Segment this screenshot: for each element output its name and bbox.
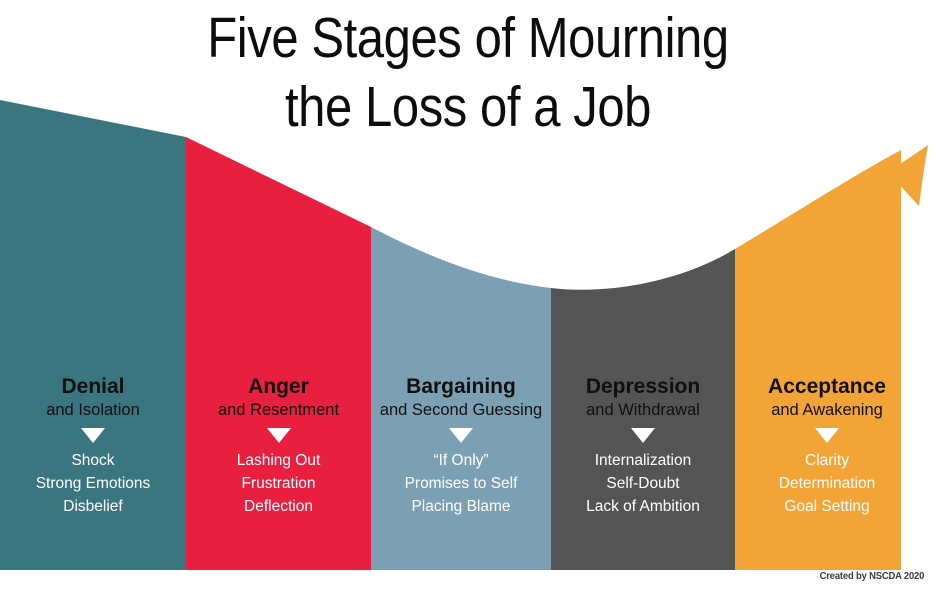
band-depression xyxy=(551,249,735,570)
stage-denial-item-3: Disbelief xyxy=(63,498,123,515)
triangle-down-icon xyxy=(449,428,473,443)
stage-depression-title: Depression xyxy=(585,375,701,398)
stage-bargaining[interactable]: Bargaining and Second Guessing “If Only”… xyxy=(371,374,551,518)
stage-bargaining-items: “If Only” Promises to Self Placing Blame xyxy=(371,449,551,518)
stage-bargaining-subtitle: and Second Guessing xyxy=(379,401,543,419)
stage-denial-subtitle: and Isolation xyxy=(46,401,140,419)
stage-acceptance[interactable]: Acceptance and Awakening Clarity Determi… xyxy=(735,374,919,518)
stage-acceptance-subtitle: and Awakening xyxy=(771,401,883,419)
stage-depression-item-2: Self-Doubt xyxy=(606,475,680,492)
stage-depression-item-1: Internalization xyxy=(594,452,692,469)
stage-depression-subtitle: and Withdrawal xyxy=(586,401,700,419)
band-bargaining xyxy=(371,227,551,570)
stage-bargaining-item-1: “If Only” xyxy=(433,452,489,469)
stage-anger-item-3: Deflection xyxy=(244,498,313,515)
stage-anger-item-1: Lashing Out xyxy=(236,452,321,469)
stage-acceptance-item-2: Determination xyxy=(778,475,876,492)
triangle-down-icon xyxy=(631,428,655,443)
stage-denial-item-1: Shock xyxy=(71,452,115,469)
triangle-down-icon xyxy=(815,428,839,443)
stage-bargaining-item-3: Placing Blame xyxy=(411,498,511,515)
stage-anger-items: Lashing Out Frustration Deflection xyxy=(186,449,371,518)
stage-depression-item-3: Lack of Ambition xyxy=(586,498,700,515)
stage-bargaining-title: Bargaining xyxy=(406,375,516,398)
stage-acceptance-item-3: Goal Setting xyxy=(784,498,870,515)
growth-arrow-tip-icon xyxy=(861,145,928,205)
band-acceptance xyxy=(735,150,901,570)
stage-acceptance-title: Acceptance xyxy=(768,375,886,398)
stage-bargaining-item-2: Promises to Self xyxy=(404,475,518,492)
band-denial xyxy=(0,100,186,570)
stage-anger-title: Anger xyxy=(248,375,309,398)
stage-depression-items: Internalization Self-Doubt Lack of Ambit… xyxy=(551,449,735,518)
growth-arrow-icon xyxy=(862,146,927,570)
stage-anger[interactable]: Anger and Resentment Lashing Out Frustra… xyxy=(186,374,371,518)
triangle-down-icon xyxy=(266,428,291,443)
credit-text: Created by NSCDA 2020 xyxy=(819,570,924,582)
stage-acceptance-items: Clarity Determination Goal Setting xyxy=(735,449,919,518)
band-anger xyxy=(186,137,371,570)
stage-denial-title: Denial xyxy=(61,375,125,398)
stage-depression[interactable]: Depression and Withdrawal Internalizatio… xyxy=(551,374,735,518)
stage-denial-items: Shock Strong Emotions Disbelief xyxy=(0,449,186,518)
stage-denial-item-2: Strong Emotions xyxy=(35,475,151,492)
stage-acceptance-item-1: Clarity xyxy=(805,452,849,469)
stage-denial[interactable]: Denial and Isolation Shock Strong Emotio… xyxy=(0,374,186,518)
triangle-down-icon xyxy=(81,428,105,443)
stage-anger-item-2: Frustration xyxy=(241,475,316,492)
stage-anger-subtitle: and Resentment xyxy=(217,401,340,419)
